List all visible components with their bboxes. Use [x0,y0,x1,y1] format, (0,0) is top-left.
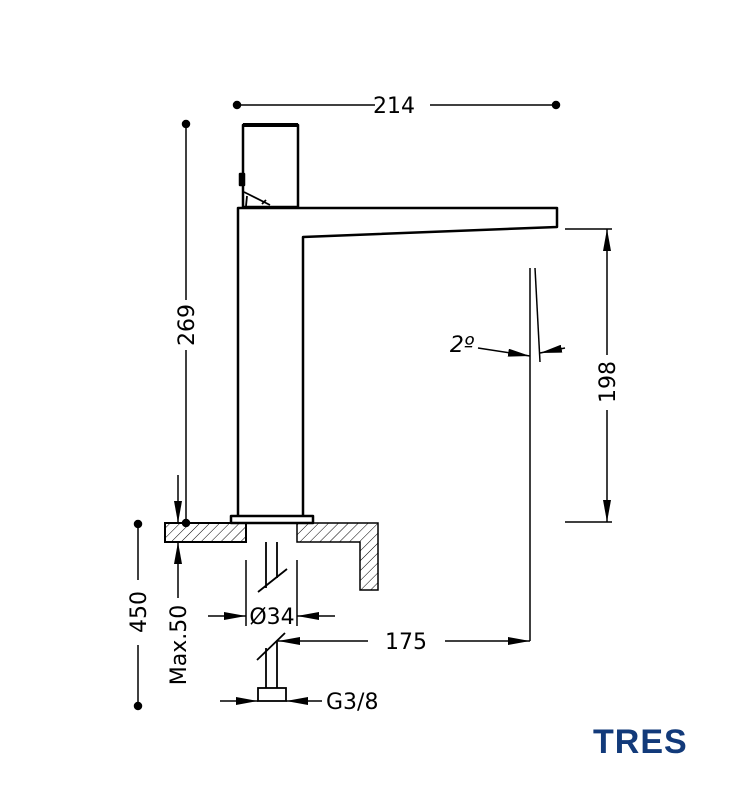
dim-max-counter-label: Max.50 [167,605,192,685]
base-flange [229,514,315,525]
dim-spout-height-label: 198 [596,361,621,403]
connector-nut [257,687,287,702]
countertop-section [164,522,379,591]
dim-reach-label: 175 [385,630,427,655]
dim-width-label: 214 [373,94,415,119]
dim-angle-label: 2º [450,333,475,358]
handle-marker [238,172,246,187]
dim-hose-label: 450 [127,591,152,633]
supply-pipes [256,542,288,702]
brand-logo: TRES [593,723,688,761]
faucet-outline [229,123,559,525]
dimension-lines [133,100,612,711]
dim-thread-label: G3/8 [326,690,378,715]
dim-diameter-label: Ø34 [249,605,294,630]
faucet-body-spout [236,206,559,516]
dim-height-label: 269 [175,304,200,346]
